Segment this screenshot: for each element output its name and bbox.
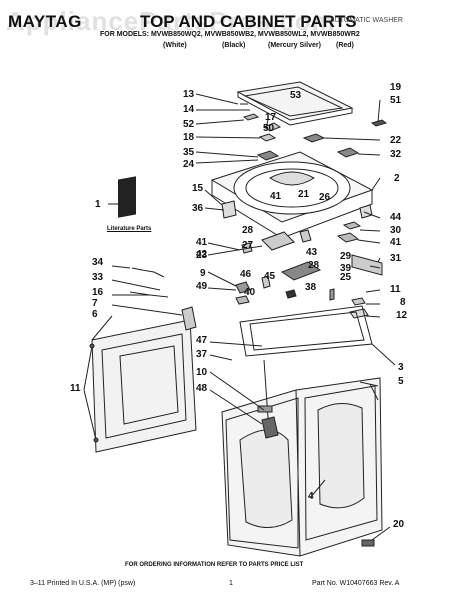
callout-48: 48 xyxy=(196,383,208,394)
callout-11: 11 xyxy=(390,284,401,295)
callout-30: 30 xyxy=(390,225,402,236)
callout-22: 22 xyxy=(390,135,402,146)
callout-47: 47 xyxy=(196,335,208,346)
callout-26: 26 xyxy=(319,192,331,203)
callout-6: 6 xyxy=(92,309,98,320)
callout-29: 29 xyxy=(340,251,352,262)
callout-49: 49 xyxy=(196,281,208,292)
callout-41-b: 41 xyxy=(196,237,208,248)
callout-50: 50 xyxy=(263,123,275,134)
callout-53: 53 xyxy=(290,90,302,101)
callout-52: 52 xyxy=(183,119,195,130)
callout-28: 28 xyxy=(242,225,254,236)
callout-44: 44 xyxy=(390,212,402,223)
callout-32: 32 xyxy=(390,149,402,160)
callout-37: 37 xyxy=(196,349,208,360)
callout-40: 40 xyxy=(244,287,256,298)
callout-20: 20 xyxy=(393,519,405,530)
callout-31: 31 xyxy=(390,253,402,264)
callout-38: 38 xyxy=(305,282,317,293)
callout-28-b: 28 xyxy=(308,260,320,271)
callout-27: 27 xyxy=(242,240,254,251)
callout-39: 39 xyxy=(340,263,352,274)
print-info: 3–11 Printed In U.S.A. (MP) (psw) xyxy=(30,580,136,587)
callout-11-b: 11 xyxy=(70,383,81,394)
callout-23: 23 xyxy=(196,250,208,261)
color-label-black: (Black) xyxy=(222,42,246,49)
callout-8: 8 xyxy=(400,297,406,308)
callout-4: 4 xyxy=(308,491,314,502)
color-label-white: (White) xyxy=(163,42,187,49)
callout-3: 3 xyxy=(398,362,404,373)
callout-33: 33 xyxy=(92,272,104,283)
color-label-red: (Red) xyxy=(336,42,354,49)
ordering-note: FOR ORDERING INFORMATION REFER TO PARTS … xyxy=(125,562,304,568)
callout-24: 24 xyxy=(183,159,195,170)
callout-13: 13 xyxy=(183,89,195,100)
callout-2: 2 xyxy=(394,173,400,184)
callout-41-c: 41 xyxy=(390,237,402,248)
callout-21: 21 xyxy=(298,189,310,200)
literature-parts-label: Literature Parts xyxy=(107,226,152,232)
callout-41: 41 xyxy=(270,191,282,202)
callout-1: 1 xyxy=(95,199,101,210)
callout-19: 19 xyxy=(390,82,402,93)
callout-43: 43 xyxy=(306,247,318,258)
page-number: 1 xyxy=(229,580,233,587)
callout-34: 34 xyxy=(92,257,104,268)
callout-9: 9 xyxy=(200,268,206,279)
callout-7: 7 xyxy=(92,298,98,309)
callout-18: 18 xyxy=(183,132,195,143)
callout-46: 46 xyxy=(240,269,252,280)
callout-10: 10 xyxy=(196,367,208,378)
page-subtitle: AUTOMATIC WASHER xyxy=(330,17,403,24)
callout-14: 14 xyxy=(183,104,195,115)
literature-booklet-icon xyxy=(118,176,136,218)
callout-15: 15 xyxy=(192,183,204,194)
page-title: TOP AND CABINET PARTS xyxy=(140,12,357,31)
callout-5: 5 xyxy=(398,376,404,387)
model-list: FOR MODELS: MVWB850WQ2, MVWB850WB2, MVWB… xyxy=(100,31,360,38)
color-label-silver: (Mercury Silver) xyxy=(268,42,321,49)
callout-42: 42 xyxy=(196,249,208,260)
callout-45: 45 xyxy=(264,271,276,282)
callout-51: 51 xyxy=(390,95,402,106)
callout-36: 36 xyxy=(192,203,204,214)
callout-17: 17 xyxy=(265,112,277,123)
callout-16: 16 xyxy=(92,287,104,298)
callout-35: 35 xyxy=(183,147,195,158)
callout-12: 12 xyxy=(396,310,408,321)
callout-25: 25 xyxy=(340,272,352,283)
brand-name: MAYTAG xyxy=(8,12,82,31)
part-number: Part No. W10407663 Rev. A xyxy=(312,580,400,587)
